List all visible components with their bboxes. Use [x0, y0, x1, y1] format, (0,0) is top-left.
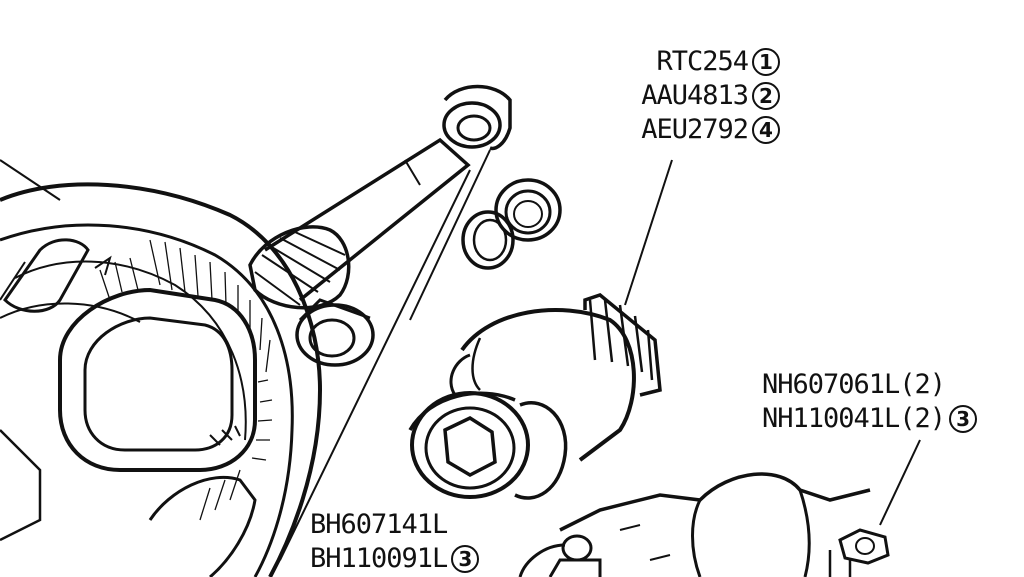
callout-row-rtc254: RTC254 1	[600, 45, 780, 79]
quantity-circle: 3	[451, 545, 480, 573]
part-number: NH607061L(2)	[762, 369, 946, 400]
part-number: NH110041L(2)	[762, 403, 946, 434]
solenoid-body	[520, 474, 888, 577]
callout-row-aau4813: AAU4813 2	[600, 79, 780, 113]
callout-row-bh607141l: BH607141L	[310, 508, 479, 542]
quantity-circle: 4	[752, 116, 780, 144]
quantity-circle: 2	[752, 82, 780, 110]
shaft-bush	[297, 300, 373, 365]
part-number: AAU4813	[641, 80, 749, 111]
bush-rtc254	[444, 87, 510, 149]
callout-row-bh110091l: BH110091L 3	[310, 542, 480, 576]
callout-row-aeu2792: AEU2792 4	[600, 113, 780, 147]
pinion-drive-assembly	[410, 295, 660, 498]
callout-row-nh110041l: NH110041L(2) 3	[762, 402, 978, 436]
quantity-circle: 1	[752, 48, 780, 76]
part-number: BH607141L	[310, 509, 448, 540]
armature-shaft	[250, 140, 468, 308]
quantity-circle: 3	[949, 405, 978, 433]
callout-nuts-group: NH607061L(2) NH110041L(2) 3	[762, 368, 978, 436]
callout-bolts-group: BH607141L BH110091L 3	[310, 508, 480, 576]
part-number: AEU2792	[641, 114, 749, 145]
drive-end-housing	[0, 160, 320, 577]
part-number: RTC254	[656, 46, 749, 77]
part-number: BH110091L	[310, 543, 448, 574]
callout-row-nh607061l: NH607061L(2)	[762, 368, 977, 402]
circlip-and-collar	[463, 180, 560, 268]
callout-pinion-group: RTC254 1 AAU4813 2 AEU2792 4	[600, 45, 780, 147]
